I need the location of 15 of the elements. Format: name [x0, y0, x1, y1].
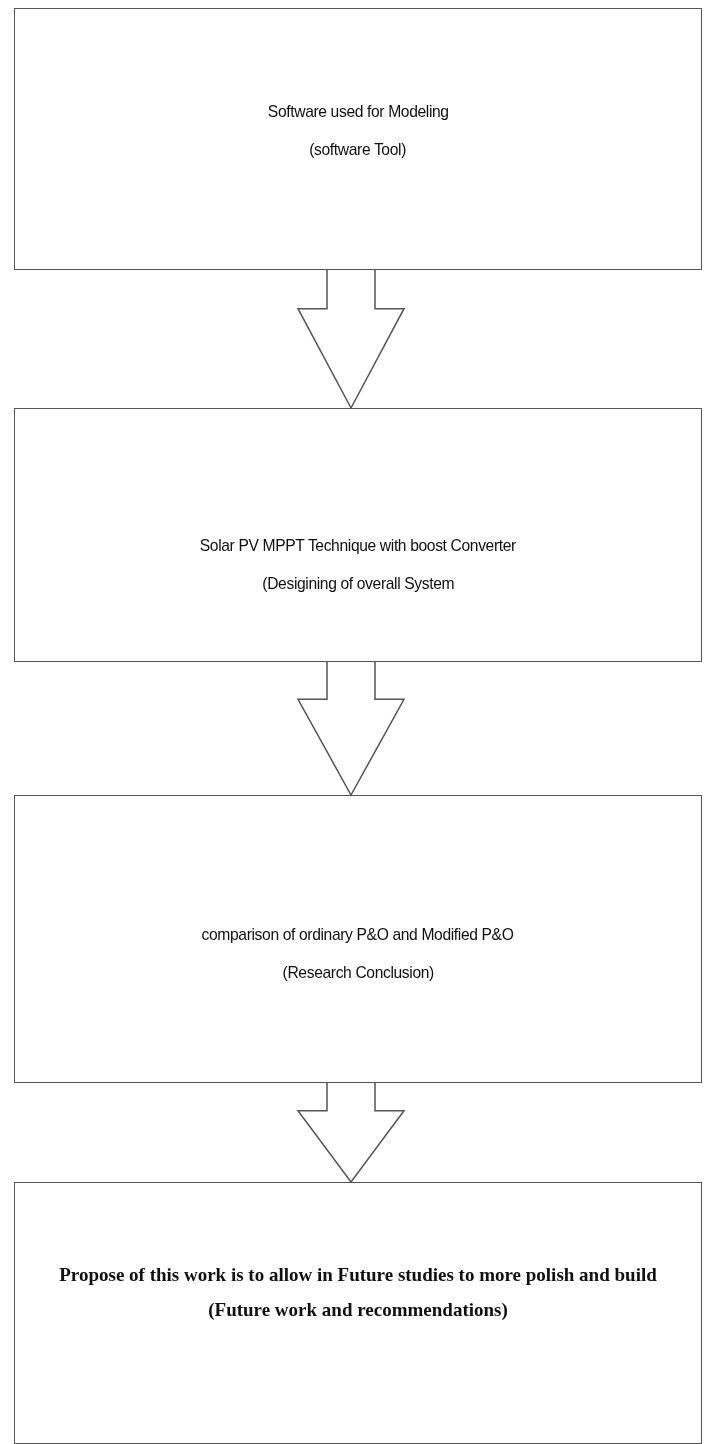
step-note: (Future work and recommendations) [208, 1297, 508, 1322]
step-text: Solar PV MPPT Technique with boost Converter [199, 535, 517, 557]
step-text: comparison of ordinary P&O and Modified P&O [202, 924, 514, 946]
block-arrow [296, 1082, 406, 1184]
step-text: Software used for Modeling [267, 101, 449, 123]
step-note: (software Tool) [309, 139, 407, 162]
step-note: (Desigining of overall System [262, 573, 454, 596]
process-box [14, 795, 702, 1083]
process-box [14, 8, 702, 270]
process-box [14, 1182, 702, 1444]
process-box [14, 408, 702, 662]
block-arrow [296, 269, 406, 410]
step-note: (Research Conclusion) [282, 962, 434, 985]
step-text: Propose of this work is to allow in Future studies to more polish and build [59, 1263, 657, 1287]
block-arrow [296, 661, 406, 797]
